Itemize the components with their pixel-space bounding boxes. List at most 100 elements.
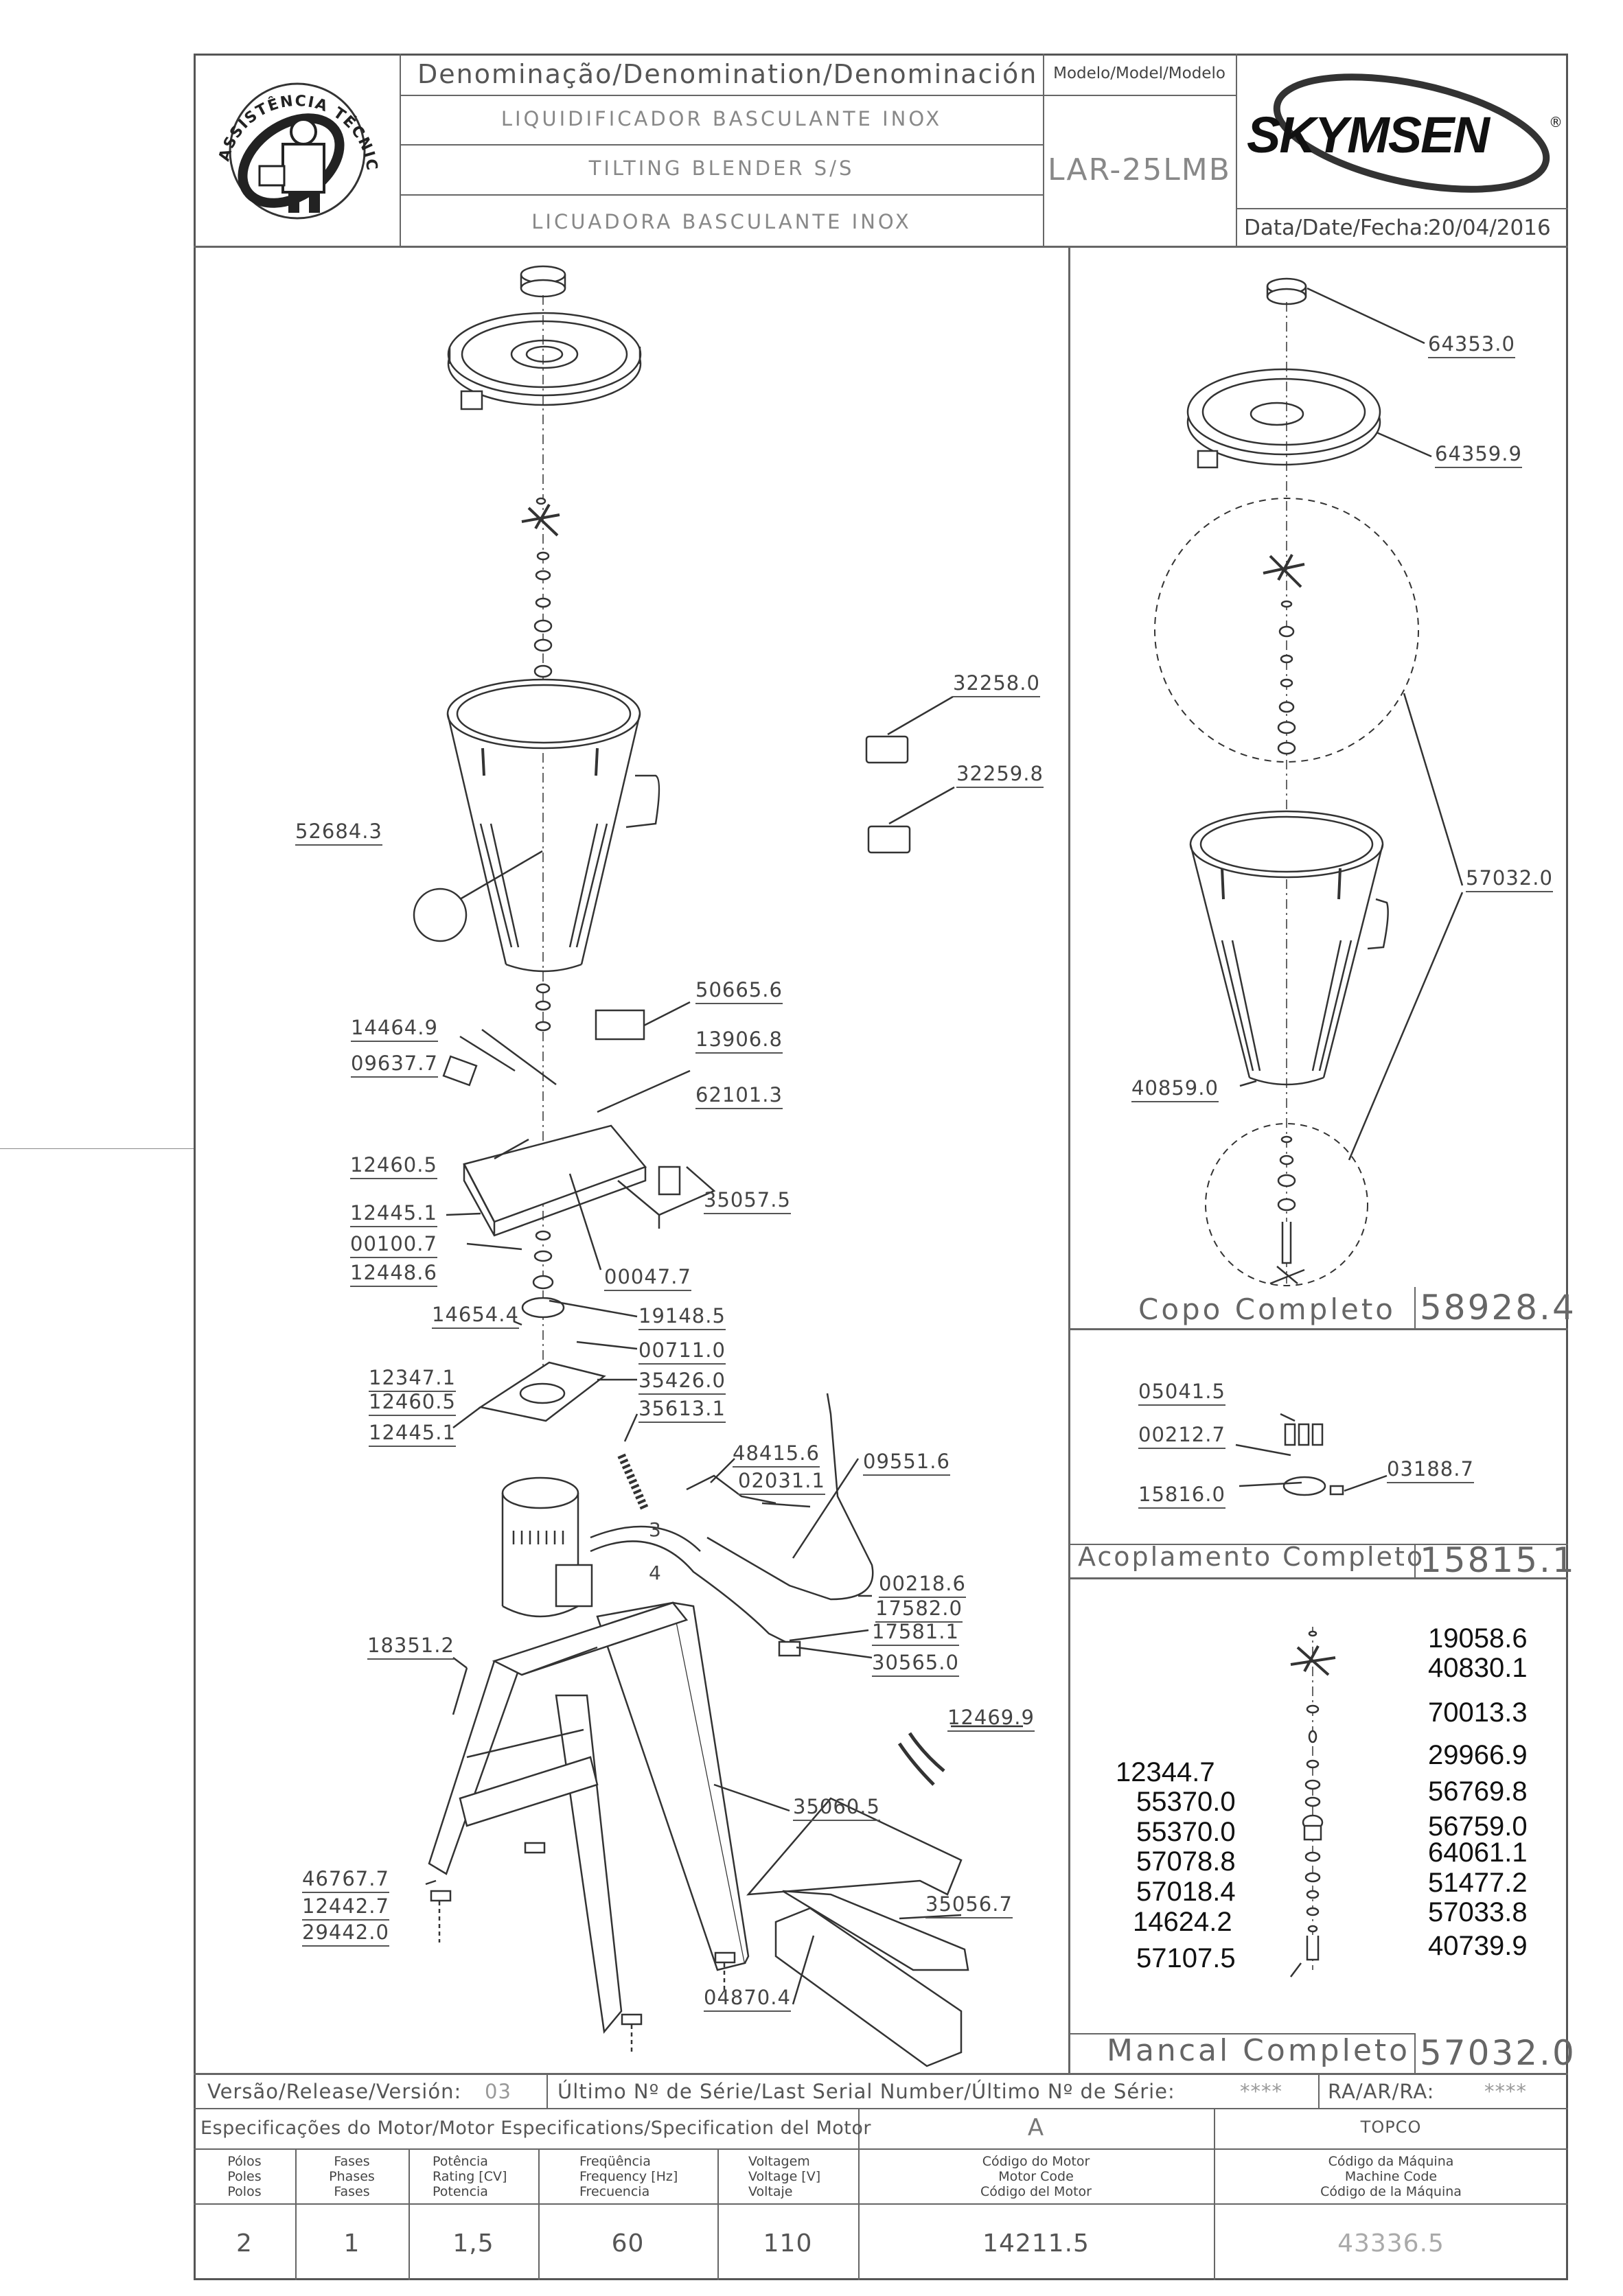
value-phases: 1	[343, 2229, 360, 2258]
product-name-en: TILTING BLENDER S/S	[588, 156, 855, 180]
acoplamento-code: 15815.1	[1420, 1540, 1576, 1580]
part-label: 12460.5	[369, 1390, 456, 1416]
mancal-part-right: 56759.0	[1428, 1811, 1528, 1842]
part-label: 02031.1	[738, 1469, 825, 1495]
value-motor-code: 14211.5	[982, 2229, 1090, 2258]
part-label: 32258.0	[953, 671, 1040, 697]
drawing-frame	[194, 54, 1568, 2280]
part-label: 17581.1	[872, 1620, 959, 1646]
motor-supplier: TOPCO	[1360, 2118, 1422, 2137]
part-label: 12445.1	[350, 1201, 437, 1227]
copo-title: Copo Completo	[1138, 1292, 1396, 1326]
part-label: 15816.0	[1138, 1483, 1225, 1509]
product-name-pt: LIQUIDIFICADOR BASCULANTE INOX	[500, 107, 943, 130]
part-label: 12445.1	[369, 1421, 456, 1447]
value-power: 1,5	[452, 2229, 494, 2258]
value-poles: 2	[236, 2229, 253, 2258]
part-label: 35056.7	[925, 1892, 1013, 1918]
acoplamento-title: Acoplamento Completo	[1078, 1542, 1425, 1572]
part-label: 13906.8	[695, 1028, 783, 1054]
part-label: 12442.7	[302, 1894, 389, 1921]
part-label: 00212.7	[1138, 1423, 1225, 1449]
copo-code: 58928.4	[1420, 1288, 1576, 1327]
part-label: 00047.7	[604, 1265, 691, 1291]
part-label: 48415.6	[733, 1441, 820, 1468]
part-label: 00711.0	[638, 1338, 726, 1365]
part-label: 12347.1	[369, 1366, 456, 1392]
part-label: 52684.3	[295, 820, 382, 846]
part-label: 17582.0	[875, 1597, 963, 1623]
part-label: 30565.0	[872, 1651, 959, 1677]
part-label: 35426.0	[638, 1369, 726, 1395]
mancal-part-right: 70013.3	[1428, 1697, 1528, 1728]
part-label: 40859.0	[1131, 1076, 1219, 1102]
brand-logo: SKYMSEN ®	[1240, 56, 1565, 206]
serial-value: ****	[1240, 2080, 1282, 2103]
mancal-code: 57032.0	[1420, 2033, 1576, 2073]
value-voltage: 110	[763, 2229, 813, 2258]
part-label: 50665.6	[695, 978, 783, 1004]
part-label: 64359.9	[1435, 442, 1522, 468]
date-value: 20/04/2016	[1428, 216, 1551, 240]
denomination-label: Denominação/Denomination/Denominación	[417, 59, 1038, 89]
part-label: 35057.5	[704, 1188, 791, 1214]
version-label: Versão/Release/Versión:	[207, 2080, 462, 2103]
authorized-service-seal: ASSISTÊNCIA TÉCNICA AUTORIZADA	[200, 63, 379, 220]
value-machine-code: 43336.5	[1337, 2229, 1444, 2258]
part-label: 35060.5	[793, 1795, 880, 1821]
acopl-bottom-line	[1068, 1577, 1568, 1579]
page-edge-line	[0, 1148, 194, 1149]
mancal-part-right: 40739.9	[1428, 1931, 1528, 1961]
part-label: 32259.8	[956, 762, 1044, 788]
part-label: 46767.7	[302, 1867, 389, 1893]
part-label: 05041.5	[1138, 1380, 1225, 1406]
part-label: 35613.1	[638, 1397, 726, 1423]
mancal-part-right: 40830.1	[1428, 1653, 1528, 1683]
ra-label: RA/AR/RA:	[1328, 2080, 1435, 2103]
mancal-part-left: 12344.7	[1116, 1757, 1215, 1787]
mancal-part-left: 57107.5	[1136, 1943, 1236, 1973]
brand-name: SKYMSEN	[1247, 106, 1490, 163]
mancal-part-left: 14624.2	[1133, 1907, 1232, 1937]
mancal-part-right: 29966.9	[1428, 1740, 1528, 1770]
mancal-title: Mancal Completo	[1107, 2033, 1411, 2068]
value-frequency: 60	[611, 2229, 645, 2258]
panel-divider	[1068, 246, 1070, 2073]
version-value: 03	[485, 2080, 511, 2103]
wire-number: 3	[649, 1518, 662, 1541]
part-label: 00100.7	[350, 1232, 437, 1258]
part-label: 19148.5	[638, 1304, 726, 1330]
part-label: 62101.3	[695, 1083, 783, 1109]
part-label: 14464.9	[351, 1016, 438, 1042]
wire-number: 4	[649, 1562, 662, 1584]
mancal-part-right: 64061.1	[1428, 1837, 1528, 1868]
ra-value: ****	[1484, 2080, 1527, 2103]
mancal-part-left: 55370.0	[1136, 1787, 1236, 1817]
part-label: 12469.9	[947, 1706, 1035, 1732]
part-label: 12448.6	[350, 1261, 437, 1287]
part-label: 09551.6	[863, 1450, 950, 1476]
registered-mark: ®	[1549, 114, 1563, 130]
mancal-part-left: 55370.0	[1136, 1817, 1236, 1847]
part-label: 14654.4	[432, 1303, 519, 1329]
part-label: 09637.7	[351, 1052, 438, 1078]
part-label: 12460.5	[350, 1153, 437, 1179]
mancal-part-right: 19058.6	[1428, 1623, 1528, 1654]
model-label: Modelo/Model/Modelo	[1053, 65, 1225, 82]
part-label: 18351.2	[367, 1634, 454, 1660]
part-label: 00218.6	[879, 1572, 966, 1598]
mancal-part-right: 56769.8	[1428, 1776, 1528, 1807]
part-label: 03188.7	[1387, 1457, 1474, 1483]
part-label: 64353.0	[1428, 332, 1515, 358]
part-label: 57032.0	[1466, 866, 1553, 892]
serial-label: Último Nº de Série/Last Serial Number/Úl…	[557, 2080, 1175, 2103]
mancal-part-left: 57078.8	[1136, 1846, 1236, 1877]
